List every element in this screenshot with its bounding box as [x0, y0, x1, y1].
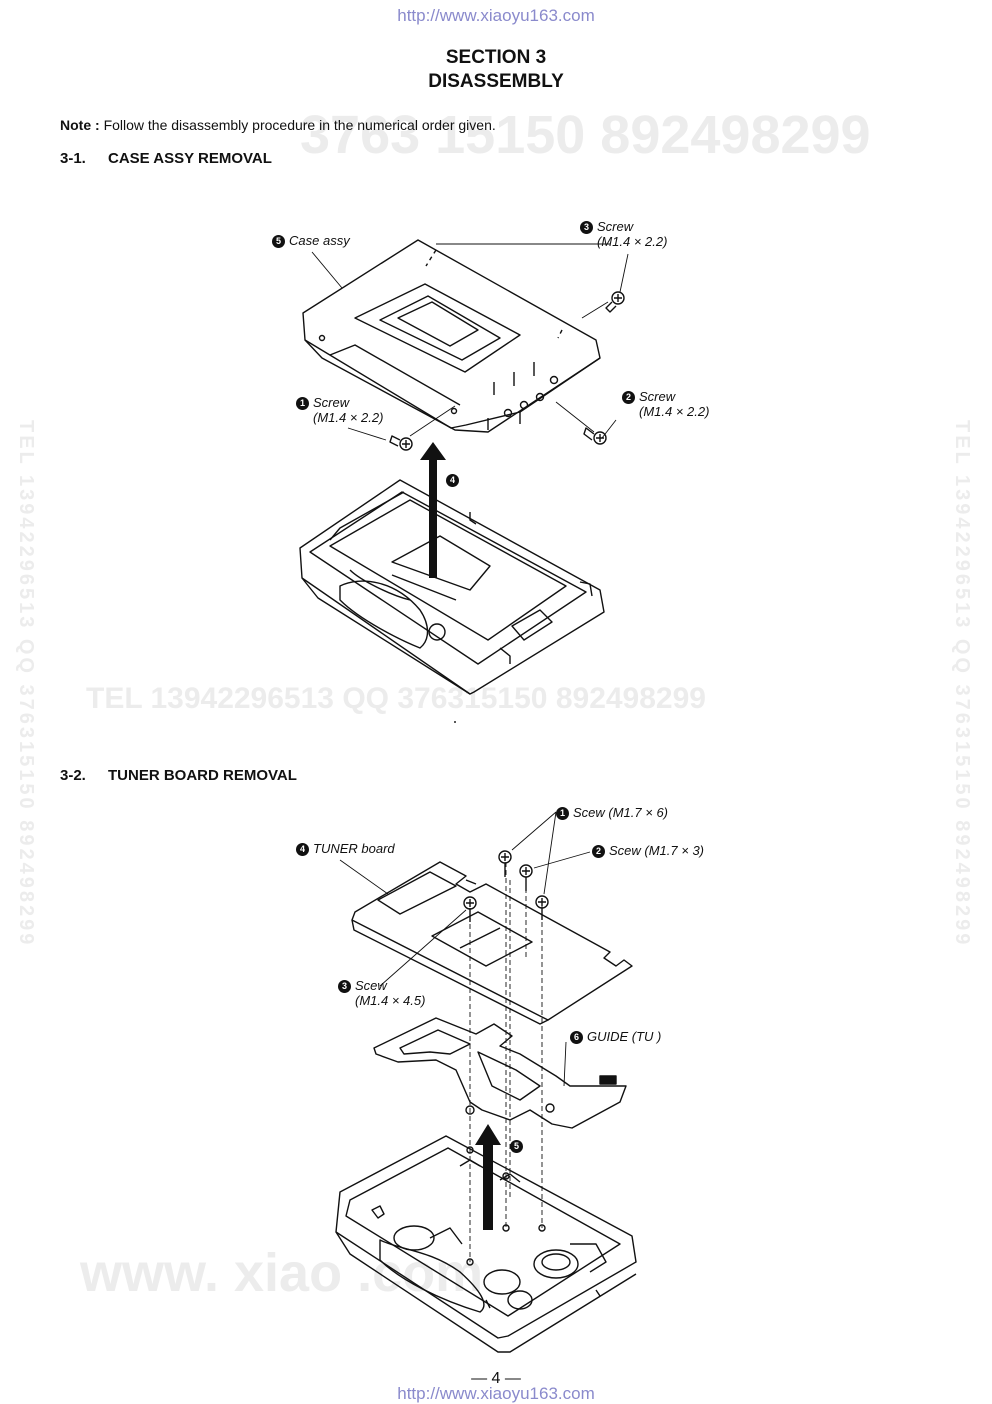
watermark-vertical-left: TEL 13942296513 QQ 376315150 892498299 — [15, 420, 37, 948]
lift-arrow-4 — [420, 442, 446, 578]
page-number: — 4 — — [471, 1370, 521, 1387]
watermark-top: 3763 15150 892498299 — [300, 105, 871, 165]
case-hole — [519, 400, 529, 410]
note-label: Note : — [60, 117, 100, 133]
label-step-4: 4 — [446, 472, 463, 487]
case-assy-window-inner2 — [397, 301, 479, 347]
section-name: CASE ASSY REMOVAL — [108, 150, 272, 167]
case-assy-front-edge — [304, 339, 601, 433]
section-heading-3-2: 3-2. TUNER BOARD REMOVAL — [60, 767, 297, 784]
case-hole — [535, 392, 545, 402]
case-assy-window — [354, 283, 521, 373]
bottom-url-link[interactable]: http://www.xiaoyu163.com — [397, 1384, 595, 1403]
label-step-5: 5 — [510, 1138, 527, 1153]
note-line: Note : Follow the disassembly procedure … — [60, 117, 496, 133]
watermark-bottom: www. xiao .com — [80, 1243, 484, 1303]
case-hole — [503, 408, 513, 418]
section-heading-3-1: 3-1. CASE ASSY REMOVAL — [60, 150, 272, 167]
case-assy-window-inner — [379, 295, 501, 361]
screw-2-icon — [519, 864, 533, 891]
chassis-bottom — [335, 1135, 637, 1339]
section-title-line2: DISASSEMBLY — [428, 71, 564, 92]
chassis-base — [299, 479, 605, 695]
screw-1-icon — [389, 435, 413, 451]
tuner-board-pcb — [351, 861, 633, 1021]
screw-2-icon — [583, 427, 607, 445]
screw-1b-icon — [535, 895, 549, 920]
section-title-line1: SECTION 3 — [445, 47, 547, 68]
watermark-middle: TEL 13942296513 QQ 376315150 892498299 — [86, 682, 706, 715]
case-assy-step — [329, 344, 461, 406]
section-number: 3-1. — [60, 150, 86, 167]
note-text: Follow the disassembly procedure in the … — [103, 117, 496, 133]
screw-3-icon — [463, 896, 477, 922]
case-hole — [549, 375, 559, 385]
lift-arrow-5 — [475, 1124, 501, 1230]
top-url-link[interactable]: http://www.xiaoyu163.com — [397, 6, 595, 25]
section-title: SECTION 3 DISASSEMBLY — [0, 46, 992, 94]
section-number: 3-2. — [60, 767, 86, 784]
screw-1a-icon — [498, 850, 512, 877]
screw-3-icon — [605, 291, 625, 313]
watermark-vertical-right: TEL 13942296513 QQ 376315150 892498299 — [951, 420, 973, 948]
section-name: TUNER BOARD REMOVAL — [108, 767, 297, 784]
guide-tu — [373, 1017, 627, 1129]
